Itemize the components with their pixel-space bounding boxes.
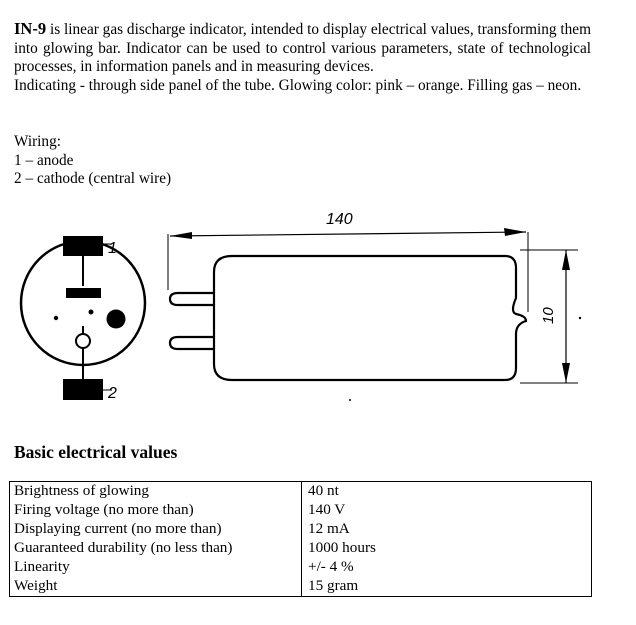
- cathode-ring: [75, 333, 91, 349]
- description: IN-9 is linear gas discharge indicator, …: [14, 19, 591, 95]
- value-cell: 1000 hours: [301, 539, 592, 558]
- diameter-arrow-bottom: [562, 363, 570, 383]
- tube-body: [212, 254, 528, 382]
- tube-drawing: 1 2 140 10: [19, 211, 582, 402]
- param-cell: Guaranteed durability (no less than): [9, 539, 302, 558]
- table-row: Firing voltage (no more than) 140 V: [9, 501, 592, 520]
- length-arrow-left: [170, 232, 192, 239]
- length-dimension-label: 140: [326, 211, 353, 228]
- cathode-dot: [106, 309, 126, 329]
- specs-title: Basic electrical values: [14, 442, 178, 462]
- pin-label-1: 1: [108, 240, 117, 257]
- description-text-2: Indicating - through side panel of the t…: [14, 76, 582, 94]
- wiring-section: Wiring: 1 – anode 2 – cathode (central w…: [14, 133, 171, 189]
- param-cell: Firing voltage (no more than): [9, 501, 302, 520]
- wiring-title: Wiring:: [14, 133, 61, 150]
- lead-upper: [168, 291, 214, 307]
- small-mark-2: [53, 315, 59, 321]
- anode-pin-top: [63, 236, 103, 256]
- length-arrow-right: [504, 228, 526, 236]
- param-cell: Brightness of glowing: [9, 481, 302, 501]
- tube-end-view: [19, 236, 147, 400]
- diameter-arrow-top: [562, 250, 570, 270]
- value-cell: +/- 4 %: [301, 558, 592, 577]
- tube-side-view: [167, 228, 582, 401]
- description-paragraph-1: IN-9 is linear gas discharge indicator, …: [14, 19, 591, 77]
- small-mark-3: [578, 316, 582, 320]
- param-cell: Weight: [9, 577, 302, 597]
- wiring-item-cathode: 2 – cathode (central wire): [14, 170, 172, 187]
- table-row: Brightness of glowing 40 nt: [9, 481, 592, 501]
- value-cell: 15 gram: [301, 577, 592, 597]
- device-name: IN-9: [14, 19, 47, 38]
- table-row: Linearity +/- 4 %: [9, 558, 592, 577]
- small-mark: [88, 309, 94, 315]
- table-row: Displaying current (no more than) 12 mA: [9, 520, 592, 539]
- wiring-item-anode: 1 – anode: [14, 151, 74, 169]
- length-dim-line: [169, 231, 527, 237]
- description-text-1: is linear gas discharge indicator, inten…: [14, 21, 591, 75]
- lead-lower: [168, 335, 214, 351]
- value-cell: 140 V: [301, 501, 592, 520]
- param-cell: Displaying current (no more than): [9, 520, 302, 539]
- small-mark-4: [349, 399, 351, 401]
- table-row: Guaranteed durability (no less than) 100…: [9, 539, 592, 558]
- diameter-dimension-label: 10: [540, 307, 557, 324]
- specs-table: Brightness of glowing 40 nt Firing volta…: [9, 481, 592, 597]
- pin-label-2: 2: [107, 385, 117, 402]
- param-cell: Linearity: [9, 558, 302, 577]
- table-row: Weight 15 gram: [9, 577, 592, 597]
- value-cell: 12 mA: [301, 520, 592, 539]
- anode-bar: [66, 288, 101, 298]
- cathode-pin-bottom: [63, 379, 103, 400]
- value-cell: 40 nt: [301, 481, 592, 501]
